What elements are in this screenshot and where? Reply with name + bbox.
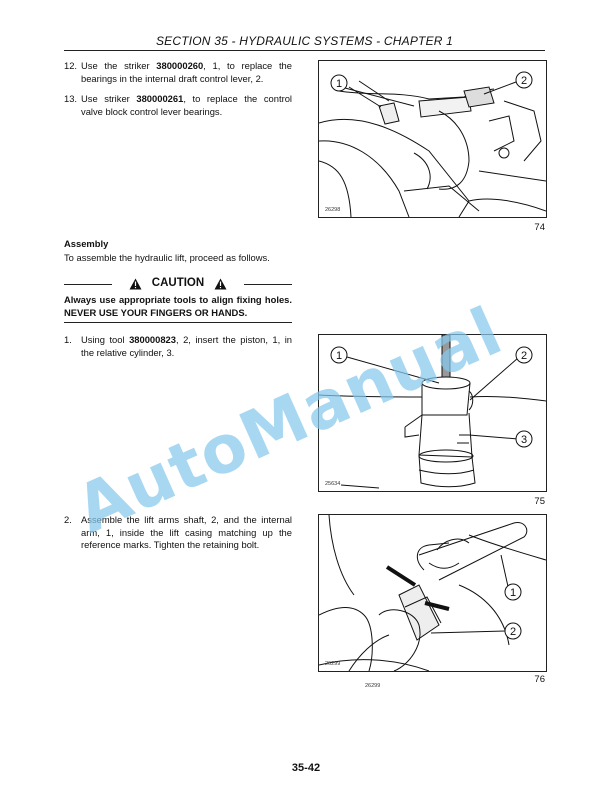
step-2: 2. Assemble the lift arms shaft, 2, and … xyxy=(64,514,292,552)
figure-number-75: 75 xyxy=(534,496,545,507)
callout-1: 1 xyxy=(336,78,342,90)
step-text: Use striker xyxy=(81,93,137,104)
section-header: SECTION 35 - HYDRAULIC SYSTEMS - CHAPTER… xyxy=(155,34,454,48)
step-13: 13. Use striker 380000261, to replace th… xyxy=(64,93,292,118)
step-number: 2. xyxy=(64,514,72,525)
figure-number-76: 76 xyxy=(534,674,545,685)
callout-1: 1 xyxy=(510,587,516,599)
step-text: , 2, insert the piston, 1, in the relati… xyxy=(81,334,293,358)
step-text: Use the striker xyxy=(81,60,157,71)
figure-75-illustration: 1 2 3 25634 xyxy=(318,334,547,492)
step-text: Assemble the lift arms shaft, 2, and the… xyxy=(81,514,292,551)
step-number: 12. xyxy=(64,60,78,71)
caution-bottom-rule xyxy=(64,322,292,323)
figure-image-code: 25634 xyxy=(325,481,340,487)
part-number: 380000261 xyxy=(136,93,184,104)
callout-1: 1 xyxy=(336,350,342,362)
step-text: , 1, to replace the bearings in the inte… xyxy=(81,60,292,84)
warning-triangle-icon xyxy=(214,278,227,290)
step-number: 1. xyxy=(64,334,72,345)
caution-rule-left xyxy=(64,284,112,285)
caution-text: Always use appropriate tools to align fi… xyxy=(64,294,292,318)
callout-2: 2 xyxy=(510,626,516,638)
figure-image-code: 26299 xyxy=(325,661,340,667)
step-text: Using tool xyxy=(81,334,130,345)
step-1: 1. Using tool 380000823, 2, insert the p… xyxy=(64,334,292,359)
figure-74-illustration: 1 2 26298 xyxy=(318,60,547,218)
header-divider xyxy=(64,50,545,51)
part-number: 380000260 xyxy=(156,60,204,71)
caution-label: CAUTION xyxy=(151,277,205,289)
step-12: 12. Use the striker 380000260, 1, to rep… xyxy=(64,60,292,85)
figure-76-illustration: 1 2 26299 xyxy=(318,514,547,672)
callout-2: 2 xyxy=(521,350,527,362)
caution-banner: CAUTION xyxy=(64,277,292,291)
callout-2: 2 xyxy=(521,75,527,87)
caution-rule-right xyxy=(244,284,292,285)
figure-number-74: 74 xyxy=(534,222,545,233)
assembly-intro: To assemble the hydraulic lift, proceed … xyxy=(64,252,270,263)
step-text: , to replace the control valve block con… xyxy=(81,93,293,117)
assembly-heading: Assembly xyxy=(64,238,109,249)
callout-3: 3 xyxy=(521,434,527,446)
figure-image-code: 26298 xyxy=(325,207,340,213)
page-number: 35-42 xyxy=(291,762,321,774)
part-number: 380000823 xyxy=(129,334,176,345)
figure-caption-code: 26299 xyxy=(365,683,381,689)
warning-triangle-icon xyxy=(129,278,142,290)
step-number: 13. xyxy=(64,93,78,104)
